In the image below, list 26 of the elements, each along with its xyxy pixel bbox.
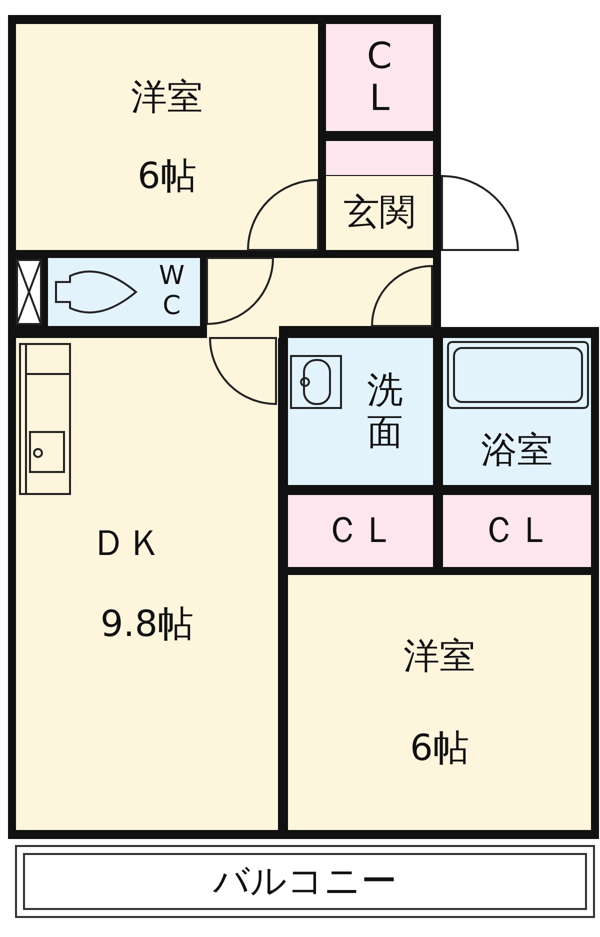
room	[443, 338, 591, 485]
room-name: ＣＬ	[324, 510, 396, 552]
room	[443, 495, 591, 567]
room	[288, 338, 433, 485]
shoe-cabinet	[326, 141, 433, 175]
room-name: バルコニー	[213, 860, 397, 902]
room-name: 洋室	[131, 76, 203, 118]
room	[326, 24, 433, 131]
room	[288, 575, 591, 830]
room	[326, 176, 433, 250]
balcony	[15, 845, 595, 918]
room	[288, 495, 433, 567]
room-name: 洋室	[404, 636, 476, 678]
room-size: 9.8帖	[100, 604, 194, 646]
room	[16, 338, 278, 830]
room-name: 洗面	[366, 370, 404, 453]
room-size: 6帖	[138, 156, 196, 198]
room-name: C L	[366, 36, 394, 119]
room	[48, 258, 200, 326]
room-size: 6帖	[410, 728, 469, 769]
room-name: ＣＬ	[481, 510, 553, 552]
room-name: W C	[158, 262, 186, 322]
room-name: 浴室	[481, 430, 553, 471]
room-name: ＤＫ	[91, 522, 163, 564]
room	[16, 24, 318, 250]
room-name: 玄関	[344, 192, 416, 234]
